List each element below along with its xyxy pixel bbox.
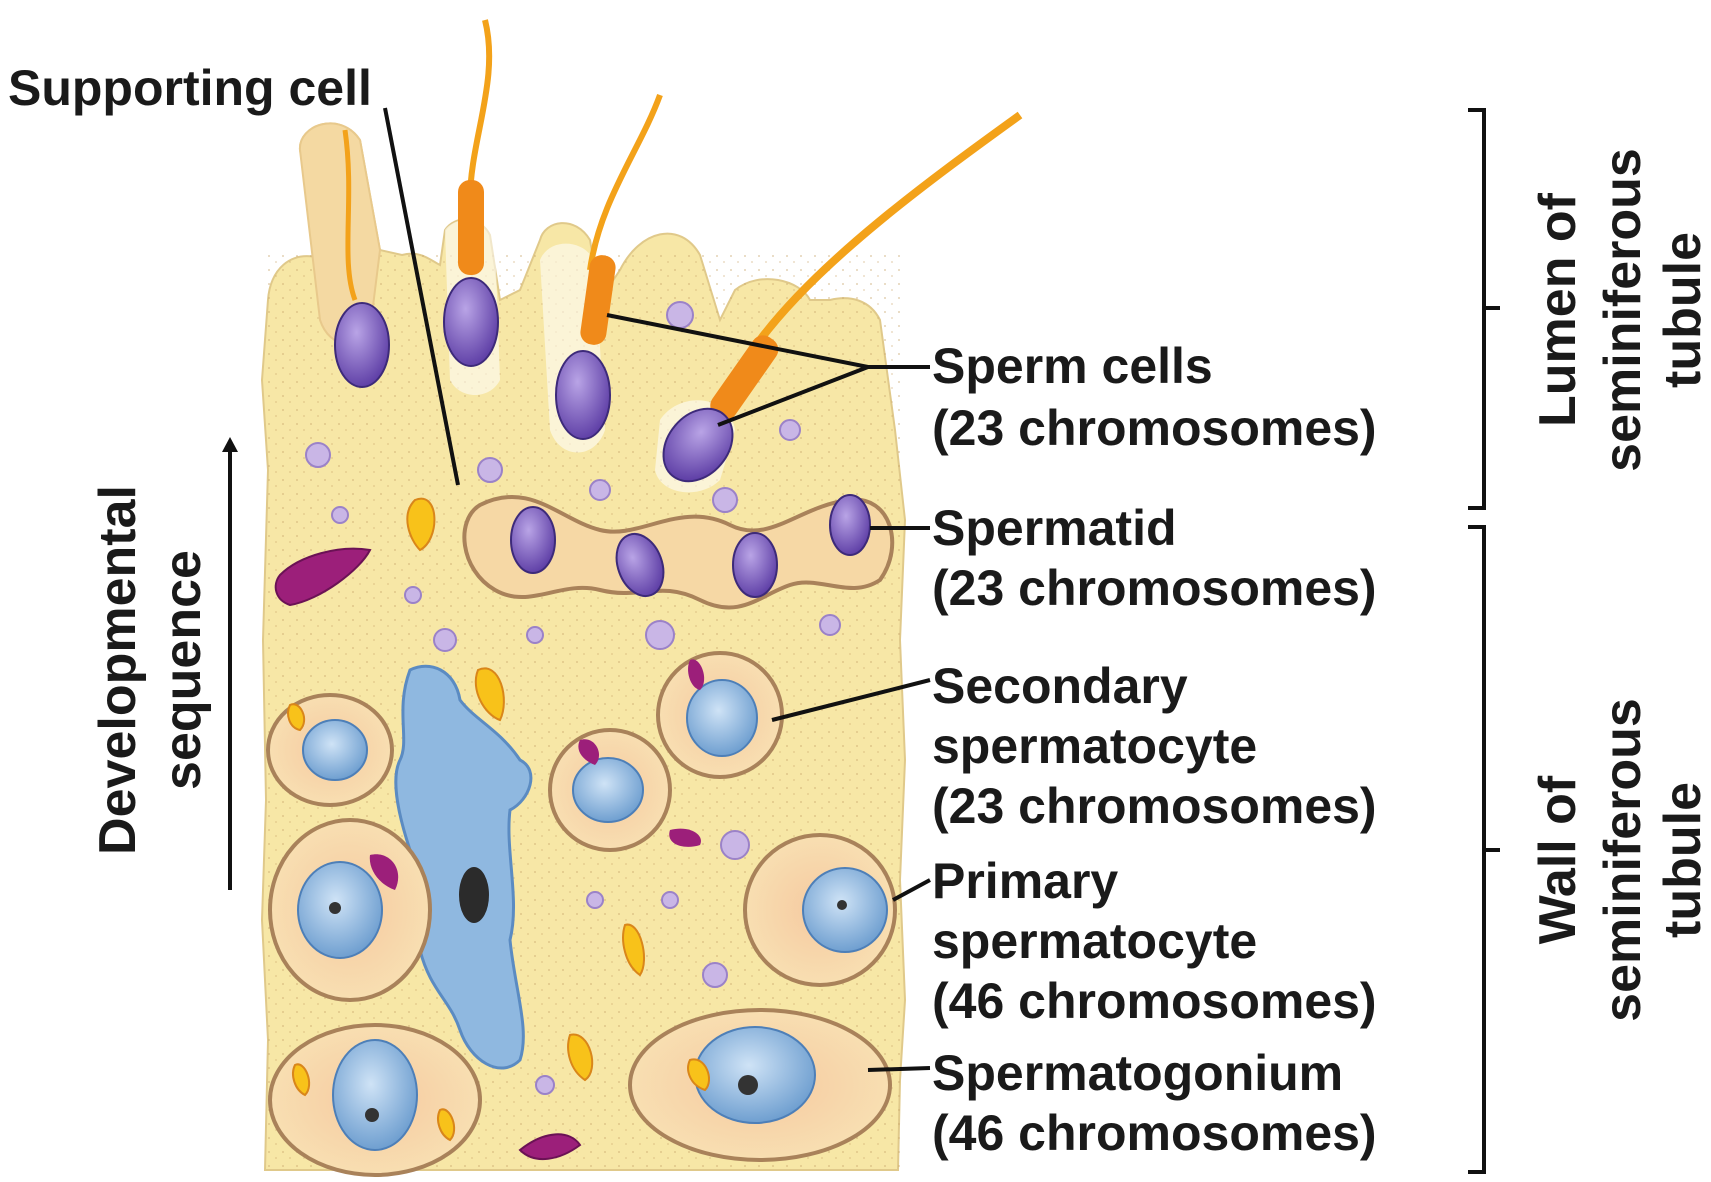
spermatid-head (733, 533, 777, 597)
lumen-label-1: Lumen of (1529, 192, 1587, 427)
primary-spermatocyte-label-2: spermatocyte (932, 913, 1257, 969)
sperm-cells-chromosomes: (23 chromosomes) (932, 400, 1377, 456)
primary-spermatocyte-chromosomes: (46 chromosomes) (932, 973, 1377, 1029)
supporting-cell-label: Supporting cell (8, 60, 372, 116)
wall-label-3: tubule (1654, 782, 1711, 938)
spermatogonium-chromosomes: (46 chromosomes) (932, 1105, 1377, 1161)
secondary-spermatocyte-label-2: spermatocyte (932, 718, 1257, 774)
spermatid-head (830, 495, 870, 555)
spermatogonium-label: Spermatogonium (932, 1045, 1343, 1101)
nucleus (687, 680, 757, 756)
developmental-sequence-label-1: Developmental (89, 485, 147, 855)
developmental-sequence-label-2: sequence (154, 550, 212, 790)
nucleus (573, 758, 643, 822)
sperm-midpiece (458, 180, 484, 275)
leader-spermatogonium (868, 1068, 930, 1070)
spermatid-label: Spermatid (932, 500, 1177, 556)
lumen-label-3: tubule (1654, 232, 1711, 388)
wall-label-1: Wall of (1529, 775, 1587, 944)
nucleolus (459, 867, 489, 923)
sperm-head (335, 303, 389, 387)
secondary-spermatocyte-chromosomes: (23 chromosomes) (932, 778, 1377, 834)
secondary-spermatocyte-label-1: Secondary (932, 658, 1188, 714)
sperm-tail (470, 20, 489, 200)
sperm-head (556, 351, 610, 439)
spermatid-chromosomes: (23 chromosomes) (932, 560, 1377, 616)
wall-bracket (1468, 527, 1500, 1172)
lumen-label-2: seminiferous (1594, 148, 1652, 472)
sperm-cells-label: Sperm cells (932, 338, 1213, 394)
developmental-arrow (222, 437, 238, 890)
primary-spermatocyte-label-1: Primary (932, 853, 1118, 909)
spermatid-head (511, 507, 555, 573)
lumen-bracket (1468, 110, 1500, 508)
wall-label-2: seminiferous (1594, 698, 1652, 1022)
sperm-head (444, 278, 498, 366)
